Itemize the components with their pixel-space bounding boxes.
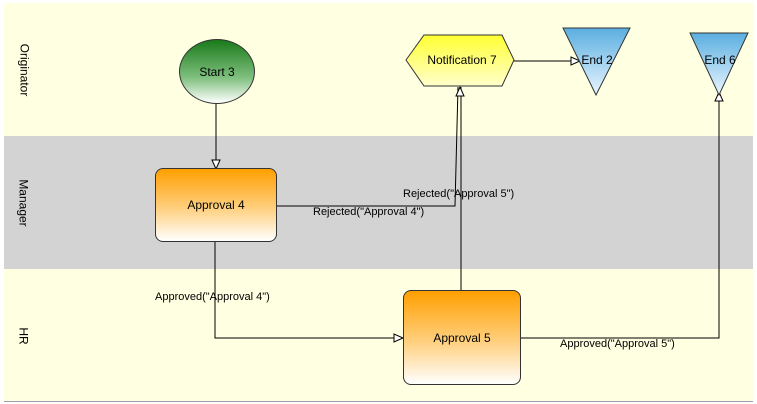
- approval4-node[interactable]: Approval 4: [155, 168, 277, 242]
- end2-shape[interactable]: [562, 27, 631, 97]
- edge-approval5-to-end6[interactable]: [521, 92, 720, 339]
- notification7-shape[interactable]: [405, 34, 515, 87]
- start-node-label: Start 3: [199, 64, 235, 79]
- end6-label: End 6: [704, 53, 736, 67]
- end6-shape[interactable]: [689, 32, 749, 97]
- arrowhead-end6: [714, 90, 724, 102]
- edge-label-approved-approval5: Approved("Approval 5"): [560, 338, 675, 350]
- arrowhead-end2: [570, 56, 582, 66]
- edge-label-approved-approval4: Approved("Approval 4"): [155, 291, 270, 303]
- lane-bottom-border: [4, 401, 753, 402]
- lane-hr: [4, 269, 753, 402]
- end2-label: End 2: [581, 53, 613, 67]
- edge-label-rejected-approval5: Rejected("Approval 5"): [403, 188, 515, 200]
- start-node[interactable]: Start 3: [179, 39, 255, 104]
- notification7-label: Notification 7: [427, 53, 497, 67]
- lane-originator: [4, 3, 753, 136]
- arrowhead-approval4: [211, 159, 221, 171]
- edge-label-rejected-approval4: Rejected("Approval 4"): [313, 206, 425, 218]
- edge-approval4-to-approval5[interactable]: [214, 242, 403, 339]
- edge-approval4-to-notification[interactable]: [276, 86, 459, 207]
- arrowhead-approval5: [393, 333, 405, 343]
- approval5-node[interactable]: Approval 5: [403, 290, 521, 385]
- approval5-label: Approval 5: [433, 330, 491, 345]
- arrowhead-notification: [455, 85, 465, 97]
- lane-manager: [4, 136, 753, 269]
- approval4-label: Approval 4: [187, 198, 245, 212]
